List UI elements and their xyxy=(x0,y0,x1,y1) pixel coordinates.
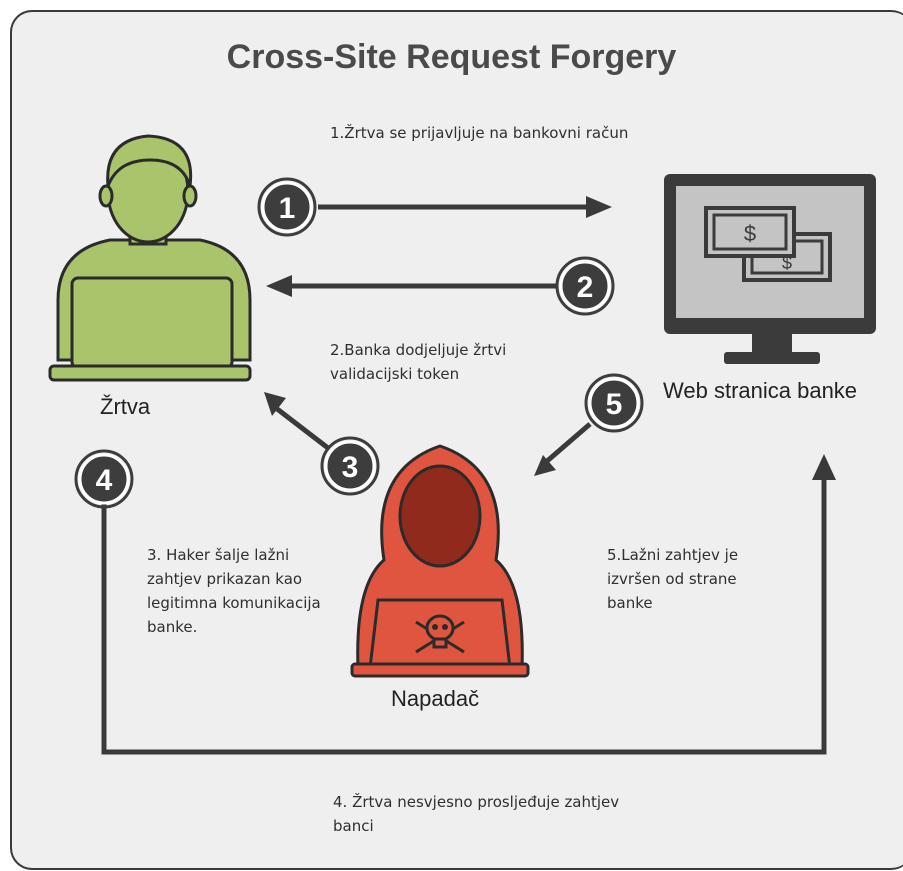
svg-text:$: $ xyxy=(782,253,792,273)
attacker-label: Napadač xyxy=(391,686,480,711)
step-4-text: 4. Žrtva nesvjesno prosljeđuje zahtjev b… xyxy=(333,793,620,835)
badge-4: 4 xyxy=(74,449,134,509)
bank-label: Web stranica banke xyxy=(663,378,858,403)
step-3-text: 3. Haker šalje lažni zahtjev prikazan ka… xyxy=(147,546,321,636)
badge-1-number: 1 xyxy=(279,192,296,225)
svg-text:$: $ xyxy=(744,221,756,246)
badge-5-number: 5 xyxy=(606,388,623,421)
arrows xyxy=(101,196,836,755)
bank-monitor-icon: $ $ xyxy=(664,174,876,364)
victim-label: Žrtva xyxy=(100,394,151,419)
step-badges: 1 2 3 4 5 xyxy=(74,177,644,509)
step-1-text: 1.Žrtva se prijavljuje na bankovni račun xyxy=(330,124,629,142)
skull-icon xyxy=(415,614,465,654)
attacker-icon xyxy=(350,444,530,678)
badge-2-number: 2 xyxy=(577,271,594,304)
badge-3-number: 3 xyxy=(342,451,359,484)
badge-2: 2 xyxy=(555,256,615,316)
step-2-text: 2.Banka dodjeljuje žrtvi validacijski to… xyxy=(330,341,507,383)
badge-3: 3 xyxy=(320,436,380,496)
diagram-title: Cross-Site Request Forgery xyxy=(226,38,677,76)
step-5-text: 5.Lažni zahtjev je izvršen od strane ban… xyxy=(607,546,739,612)
badge-5: 5 xyxy=(584,373,644,433)
victim-icon xyxy=(48,134,252,382)
badge-1: 1 xyxy=(257,177,317,237)
badge-4-number: 4 xyxy=(96,464,113,497)
